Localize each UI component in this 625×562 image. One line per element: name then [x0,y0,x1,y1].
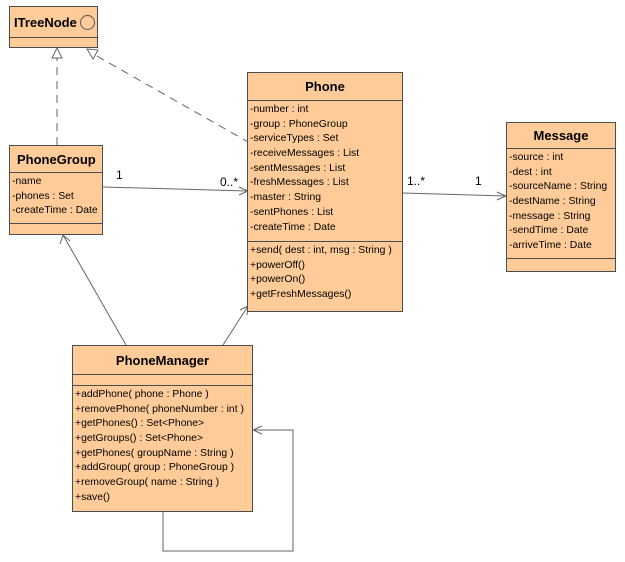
operation-row: +getFreshMessages() [250,289,352,301]
operation-row: +addPhone( phone : Phone ) [75,389,209,400]
attribute-row: -freshMessages : List [250,177,349,189]
phone-operations: +send( dest : int, msg : String ) +power… [248,242,402,311]
multiplicity-phone-message-source: 1..* [407,174,426,188]
attribute-row: -dest : int [509,166,552,178]
realization-arrowhead-2 [86,48,99,60]
association-phonegroup-phone [102,186,249,192]
attribute-row: -phones : Set [12,190,74,202]
attribute-row: -receiveMessages : List [250,148,360,160]
operation-row: +powerOn() [250,274,306,286]
operation-row: +powerOff() [250,259,305,271]
association-manager-phonegroup [62,234,127,346]
realization-phone-itreenode [94,54,251,144]
phone-attributes: -number : int -group : PhoneGroup -servi… [248,101,402,242]
attribute-row: -name [12,176,42,187]
message-attributes: -source : int -dest : int -sourceName : … [507,149,615,259]
attribute-row: -message : String [509,210,591,222]
realization-arrowhead-1 [51,46,63,59]
self-association-phonemanager [162,429,294,552]
attribute-row: -sendTime : Date [509,225,589,237]
class-message[interactable]: Message -source : int -dest : int -sourc… [506,122,616,272]
attribute-row: -sentPhones : List [250,206,334,218]
phonegroup-operations [10,224,102,234]
phonemanager-operations: +addPhone( phone : Phone ) +removePhone(… [73,386,252,511]
attribute-row: -group : PhoneGroup [250,118,348,130]
attribute-row: -master : String [250,192,322,204]
interface-circle-icon [79,14,95,30]
attribute-row: -sentMessages : List [250,162,346,174]
arrowhead-self-association [251,425,263,435]
class-name-phone: Phone [248,73,402,101]
operation-row: +getPhones() : Set<Phone> [75,418,205,430]
operation-row: +addGroup( group : PhoneGroup ) [75,462,235,474]
operation-row: +removeGroup( name : String ) [75,477,220,489]
class-name-itreenode: ITreeNode [10,7,97,38]
operation-row: +save() [75,491,110,503]
class-phonegroup[interactable]: PhoneGroup -name -phones : Set -createTi… [9,145,103,235]
class-phone[interactable]: Phone -number : int -group : PhoneGroup … [247,72,403,312]
attribute-row: -sourceName : String [509,181,608,193]
arrowhead-manager-phonegroup [59,234,71,245]
attribute-row: -number : int [250,104,309,115]
class-name-phonegroup: PhoneGroup [10,146,102,173]
multiplicity-phone-message-target: 1 [475,174,482,188]
multiplicity-group-phone-target: 0..* [220,175,239,189]
attribute-row: -source : int [509,152,564,163]
operation-row: +removePhone( phoneNumber : int ) [75,403,244,415]
class-name-message: Message [507,123,615,149]
phonegroup-attributes: -name -phones : Set -createTime : Date [10,173,102,224]
attribute-row: -destName : String [509,196,596,208]
operation-row: +send( dest : int, msg : String ) [250,245,392,256]
association-manager-phone [222,305,249,346]
message-operations [507,259,615,271]
class-itreenode[interactable]: ITreeNode [9,6,98,48]
attribute-row: -serviceTypes : Set [250,133,339,145]
operation-row: +getPhones( groupName : String ) [75,447,234,459]
phonemanager-attributes [73,375,252,386]
itreenode-empty-section [10,38,97,47]
association-phone-message [402,192,507,197]
attribute-row: -createTime : Date [12,205,98,217]
class-name-phonemanager: PhoneManager [73,346,252,375]
operation-row: +getGroups() : Set<Phone> [75,433,203,445]
multiplicity-group-phone-source: 1 [116,168,123,182]
attribute-row: -createTime : Date [250,221,336,233]
attribute-row: -arriveTime : Date [509,240,592,252]
class-phonemanager[interactable]: PhoneManager +addPhone( phone : Phone ) … [72,345,253,512]
